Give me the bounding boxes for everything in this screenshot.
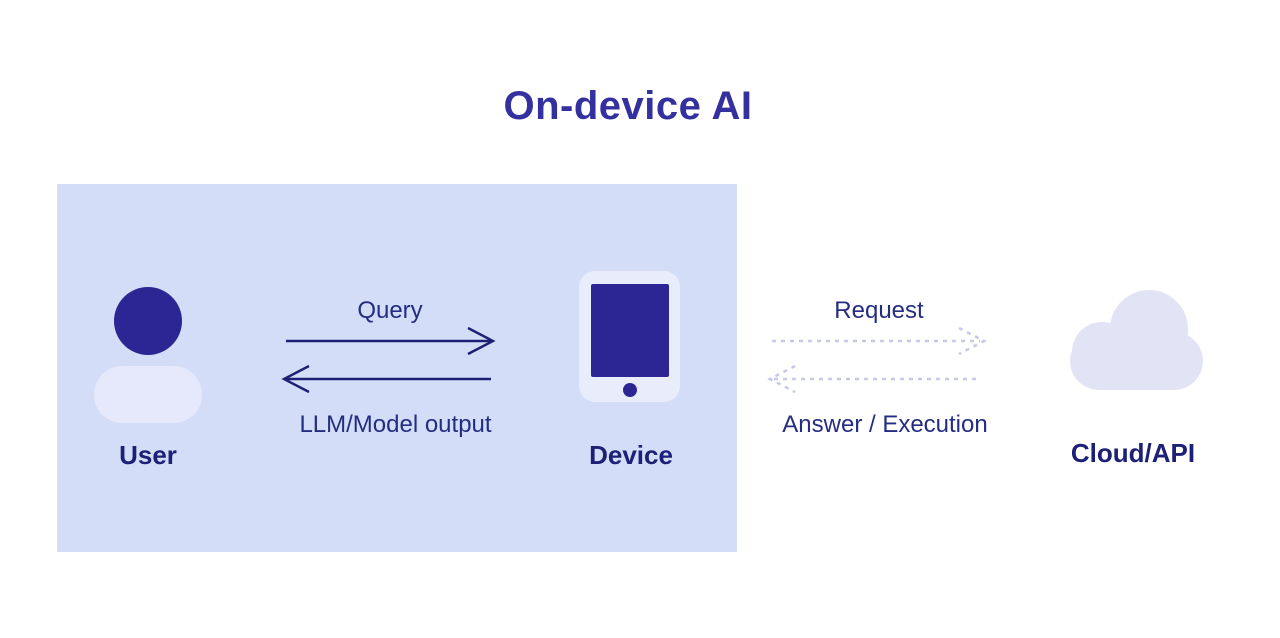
user-icon-body — [94, 366, 202, 423]
user-icon-head — [114, 287, 182, 355]
answer-flow-label: Answer / Execution — [782, 411, 988, 438]
query-arrow-right-icon — [286, 326, 496, 356]
cloud-label: Cloud/API — [1070, 438, 1196, 468]
model-output-flow-label: LLM/Model output — [299, 411, 492, 438]
query-flow-label: Query — [357, 297, 423, 324]
answer-dashed-arrow-left-icon — [767, 364, 980, 394]
model-output-arrow-left-icon — [281, 364, 491, 394]
cloud-icon — [1070, 290, 1203, 390]
tablet-screen — [591, 284, 669, 377]
request-flow-label: Request — [834, 297, 924, 324]
user-label: User — [119, 440, 177, 470]
device-label: Device — [589, 440, 673, 470]
tablet-home-button — [623, 383, 637, 397]
request-dashed-arrow-right-icon — [772, 326, 987, 356]
tablet-icon — [579, 271, 680, 402]
page-title: On-device AI — [503, 84, 753, 128]
